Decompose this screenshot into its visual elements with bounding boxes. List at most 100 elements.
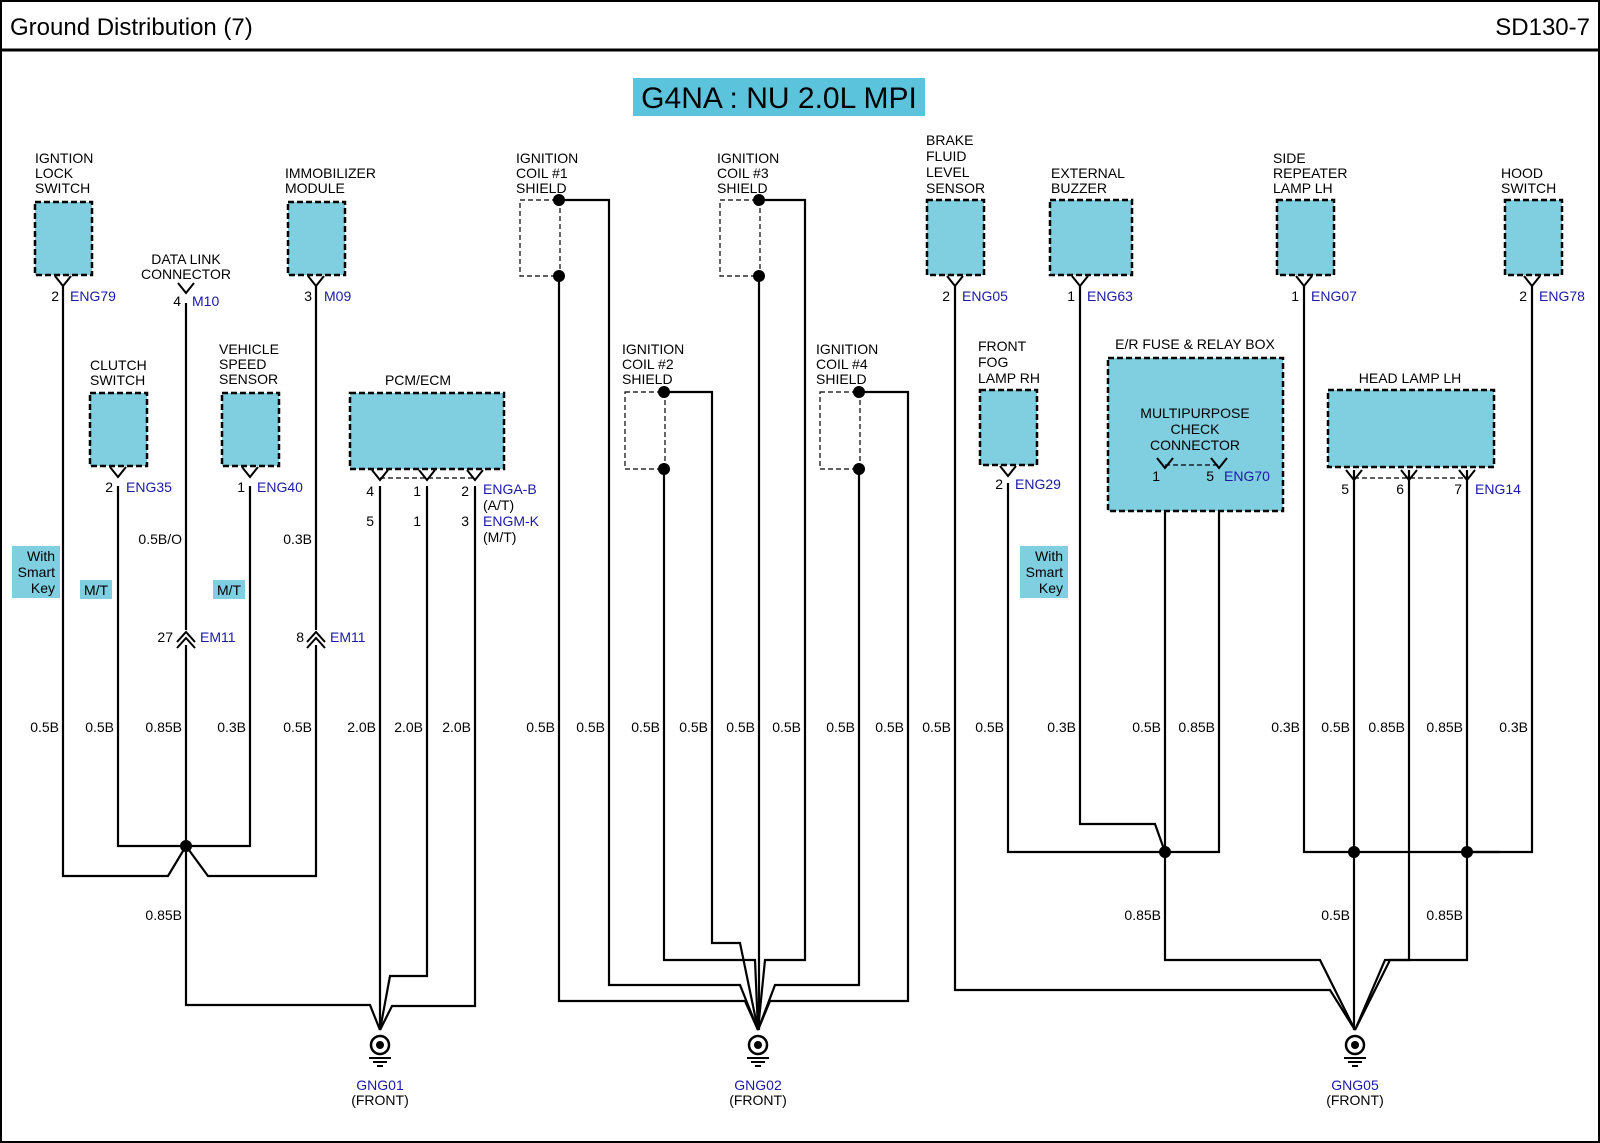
with-smart-key-label: With bbox=[1035, 548, 1063, 564]
ground-id: GNG01 bbox=[356, 1077, 404, 1093]
wire-size-label: 0.5B bbox=[772, 719, 801, 735]
splice-dot bbox=[753, 194, 765, 206]
pin-number: 4 bbox=[366, 483, 374, 499]
engine-banner-text: G4NA : NU 2.0L MPI bbox=[641, 82, 917, 115]
pin-number: 2 bbox=[942, 288, 950, 304]
splice-dot bbox=[1461, 846, 1473, 858]
side-repeater-lamp-label: REPEATER bbox=[1273, 165, 1347, 181]
mt-tag-speed bbox=[213, 580, 245, 599]
ground-labels: GNG01 (FRONT) GNG02 (FRONT) GNG05 (FRONT… bbox=[351, 1077, 1384, 1108]
pin-number: 3 bbox=[461, 513, 469, 529]
wire-size-label: 0.5B bbox=[679, 719, 708, 735]
wire-size-label: 0.5B bbox=[875, 719, 904, 735]
wire-size-label: 2.0B bbox=[442, 719, 471, 735]
with-smart-key-label: Smart bbox=[18, 564, 55, 580]
coil4-shield-outline bbox=[819, 391, 861, 470]
trunk-size-label: 0.5B bbox=[1321, 907, 1350, 923]
ignition-coil-1-label: COIL #1 bbox=[516, 165, 568, 181]
wires bbox=[61, 198, 1534, 1031]
connector-id: ENG63 bbox=[1087, 288, 1133, 304]
ignition-coil-2-label: SHIELD bbox=[622, 371, 673, 387]
ignition-coil-2-label: IGNITION bbox=[622, 341, 684, 357]
splice-dot bbox=[180, 840, 192, 852]
pin-number: 4 bbox=[173, 293, 181, 309]
wire-color-label: 0.3B bbox=[283, 531, 312, 547]
wire-size-label: 0.5B bbox=[826, 719, 855, 735]
brake-fluid-sensor-label: BRAKE bbox=[926, 132, 973, 148]
wire-size-label: 0.5B bbox=[631, 719, 660, 735]
splice-dot bbox=[1159, 846, 1171, 858]
clutch-switch-label: SWITCH bbox=[90, 372, 145, 388]
splice-dot bbox=[853, 386, 865, 398]
ignition-coil-1-label: SHIELD bbox=[516, 180, 567, 196]
ignition-coil-2-label: COIL #2 bbox=[622, 356, 674, 372]
multipurpose-connector-label: CONNECTOR bbox=[1150, 437, 1240, 453]
brake-fluid-sensor-label: LEVEL bbox=[926, 164, 970, 180]
vehicle-speed-sensor-label: VEHICLE bbox=[219, 341, 279, 357]
ignition-coil-1-label: IGNITION bbox=[516, 150, 578, 166]
side-repeater-lamp-label: LAMP LH bbox=[1273, 180, 1333, 196]
ignition-coil-3-label: IGNITION bbox=[717, 150, 779, 166]
with-smart-key-label: With bbox=[27, 548, 55, 564]
wire-size-label: 0.85B bbox=[145, 719, 182, 735]
external-buzzer-box bbox=[1048, 198, 1134, 277]
pin-number: 2 bbox=[1519, 288, 1527, 304]
with-smart-key-label: Smart bbox=[1026, 564, 1063, 580]
front-fog-lamp-label: FRONT bbox=[978, 338, 1027, 354]
splice-dot bbox=[658, 386, 670, 398]
wire-size-label: 0.5B bbox=[30, 719, 59, 735]
hood-switch-label: SWITCH bbox=[1501, 180, 1556, 196]
ground-location: (FRONT) bbox=[1326, 1092, 1384, 1108]
component-labels: IGNTION LOCK SWITCH DATA LINK CONNECTOR … bbox=[35, 132, 1556, 453]
connector-id: M09 bbox=[324, 288, 351, 304]
pin-number: 2 bbox=[51, 288, 59, 304]
connector-id: EM11 bbox=[200, 629, 236, 645]
connector-id: ENG40 bbox=[257, 479, 303, 495]
pin-number: 1 bbox=[413, 483, 421, 499]
pin-number: 2 bbox=[105, 479, 113, 495]
with-smart-key-label: Key bbox=[1039, 580, 1063, 596]
wire-labels: 0.5B/O 0.3B 0.5B 0.5B 0.85B 0.3B 0.5B 2.… bbox=[30, 531, 1528, 923]
coil3-shield-outline bbox=[719, 199, 761, 277]
pin-number: 1 bbox=[1152, 468, 1160, 484]
ignition-coil-4-label: IGNITION bbox=[816, 341, 878, 357]
ignition-lock-switch-box bbox=[33, 200, 94, 277]
trunk-size-label: 0.85B bbox=[145, 907, 182, 923]
trunk-size-label: 0.85B bbox=[1124, 907, 1161, 923]
pin-number: 5 bbox=[1341, 481, 1349, 497]
pin-number: 2 bbox=[461, 483, 469, 499]
brake-fluid-sensor-box bbox=[925, 198, 986, 277]
pin-number: 8 bbox=[296, 629, 304, 645]
with-smart-key-tag-right bbox=[1020, 546, 1068, 598]
ground-gng05-icon bbox=[1342, 1034, 1368, 1068]
splices bbox=[180, 194, 1473, 858]
connector-id: ENG07 bbox=[1311, 288, 1357, 304]
side-repeater-lamp-label: SIDE bbox=[1273, 150, 1306, 166]
pin-number: 6 bbox=[1396, 481, 1404, 497]
data-link-connector-label: DATA LINK bbox=[151, 251, 221, 267]
ground-location: (FRONT) bbox=[729, 1092, 787, 1108]
connector-variant: (A/T) bbox=[483, 497, 514, 513]
front-fog-lamp-label: LAMP RH bbox=[978, 370, 1040, 386]
pin-number: 1 bbox=[1291, 288, 1299, 304]
wire-size-label: 0.5B bbox=[576, 719, 605, 735]
ignition-coil-3-label: SHIELD bbox=[717, 180, 768, 196]
ignition-lock-switch-label: LOCK bbox=[35, 165, 74, 181]
ground-id: GNG02 bbox=[734, 1077, 782, 1093]
multipurpose-connector-label: MULTIPURPOSE bbox=[1140, 405, 1249, 421]
wire-size-label: 0.3B bbox=[1499, 719, 1528, 735]
wire-size-label: 0.5B bbox=[283, 719, 312, 735]
brake-fluid-sensor-label: FLUID bbox=[926, 148, 966, 164]
data-link-connector-label: CONNECTOR bbox=[141, 266, 231, 282]
mt-label: M/T bbox=[84, 582, 109, 598]
clutch-switch-label: CLUTCH bbox=[90, 357, 147, 373]
wire-color-label: 0.5B/O bbox=[138, 531, 182, 547]
wire-size-label: 0.5B bbox=[85, 719, 114, 735]
connector-id: EM11 bbox=[330, 629, 366, 645]
brake-fluid-sensor-label: SENSOR bbox=[926, 180, 985, 196]
hood-switch-box bbox=[1503, 198, 1564, 277]
immobilizer-module-box bbox=[286, 200, 347, 277]
